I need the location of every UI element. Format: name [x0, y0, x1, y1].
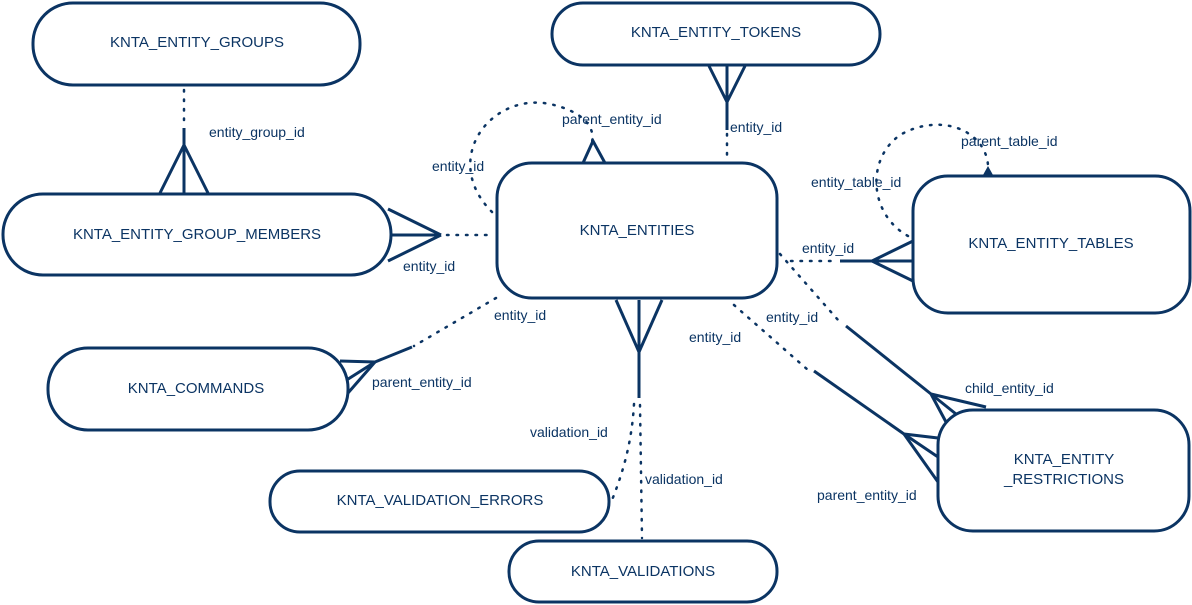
rel-entities-group-members [387, 207, 494, 263]
rel-entities-tables [789, 239, 914, 283]
rel-entities-commands [339, 296, 498, 402]
entity-label: KNTA_ENTITY_GROUP_MEMBERS [73, 226, 321, 243]
entity-label: KNTA_ENTITIES [580, 222, 695, 239]
entity-label: KNTA_VALIDATION_ERRORS [337, 492, 544, 509]
rel-entities-restrictions-parent [732, 303, 940, 483]
label-tables-entity-table-id: entity_table_id [811, 174, 901, 190]
label-tables-entity-id: entity_id [802, 240, 854, 256]
entity-knta-validations[interactable]: KNTA_VALIDATIONS [507, 539, 779, 604]
label-validation-id-validations: validation_id [645, 471, 723, 487]
entity-label: KNTA_ENTITY_TOKENS [631, 24, 801, 41]
label-self-entity-id: entity_id [432, 158, 484, 174]
entity-knta-validation-errors[interactable]: KNTA_VALIDATION_ERRORS [268, 469, 611, 534]
label-restr-parent-src-entity-id: entity_id [689, 329, 741, 345]
rel-entities-restrictions-child [778, 252, 987, 423]
entity-knta-entity-group-members[interactable]: KNTA_ENTITY_GROUP_MEMBERS [1, 192, 393, 277]
entity-knta-entities[interactable]: KNTA_ENTITIES [495, 161, 779, 300]
label-restr-child-src-entity-id: entity_id [766, 309, 818, 325]
entity-label: KNTA_ENTITY_GROUPS [110, 34, 284, 51]
rel-validations-errors [610, 402, 636, 502]
label-self-parent-entity-id: parent_entity_id [562, 111, 662, 127]
entity-knta-entity-tables[interactable]: KNTA_ENTITY_TABLES [911, 174, 1192, 315]
entity-label-line2: _RESTRICTIONS [1003, 471, 1124, 488]
rel-groups-group-members [158, 88, 210, 194]
label-tables-parent-table-id: parent_table_id [961, 133, 1058, 149]
entity-knta-entity-groups[interactable]: KNTA_ENTITY_GROUPS [31, 1, 362, 87]
label-commands-parent-entity-id: parent_entity_id [372, 374, 472, 390]
rel-validations-entities [614, 299, 664, 540]
rel-tokens-entities [707, 65, 747, 162]
entity-label: KNTA_VALIDATIONS [571, 563, 715, 580]
entity-label-line1: KNTA_ENTITY [1014, 451, 1115, 468]
label-entity-group-id: entity_group_id [209, 124, 305, 140]
entity-label: KNTA_COMMANDS [128, 380, 264, 397]
label-tokens-entity-id: entity_id [730, 119, 782, 135]
entity-knta-entity-tokens[interactable]: KNTA_ENTITY_TOKENS [550, 1, 882, 67]
label-gm-entity-id: entity_id [403, 258, 455, 274]
label-restr-child-entity-id: child_entity_id [965, 380, 1054, 396]
label-validation-id-errors: validation_id [530, 424, 608, 440]
entity-knta-entity-restrictions[interactable]: KNTA_ENTITY _RESTRICTIONS [936, 408, 1191, 533]
label-restr-parent-entity-id: parent_entity_id [817, 487, 917, 503]
rel-tables-self [875, 123, 993, 238]
label-commands-entity-id: entity_id [494, 307, 546, 323]
entity-knta-commands[interactable]: KNTA_COMMANDS [46, 346, 350, 432]
entity-label: KNTA_ENTITY_TABLES [968, 235, 1133, 252]
